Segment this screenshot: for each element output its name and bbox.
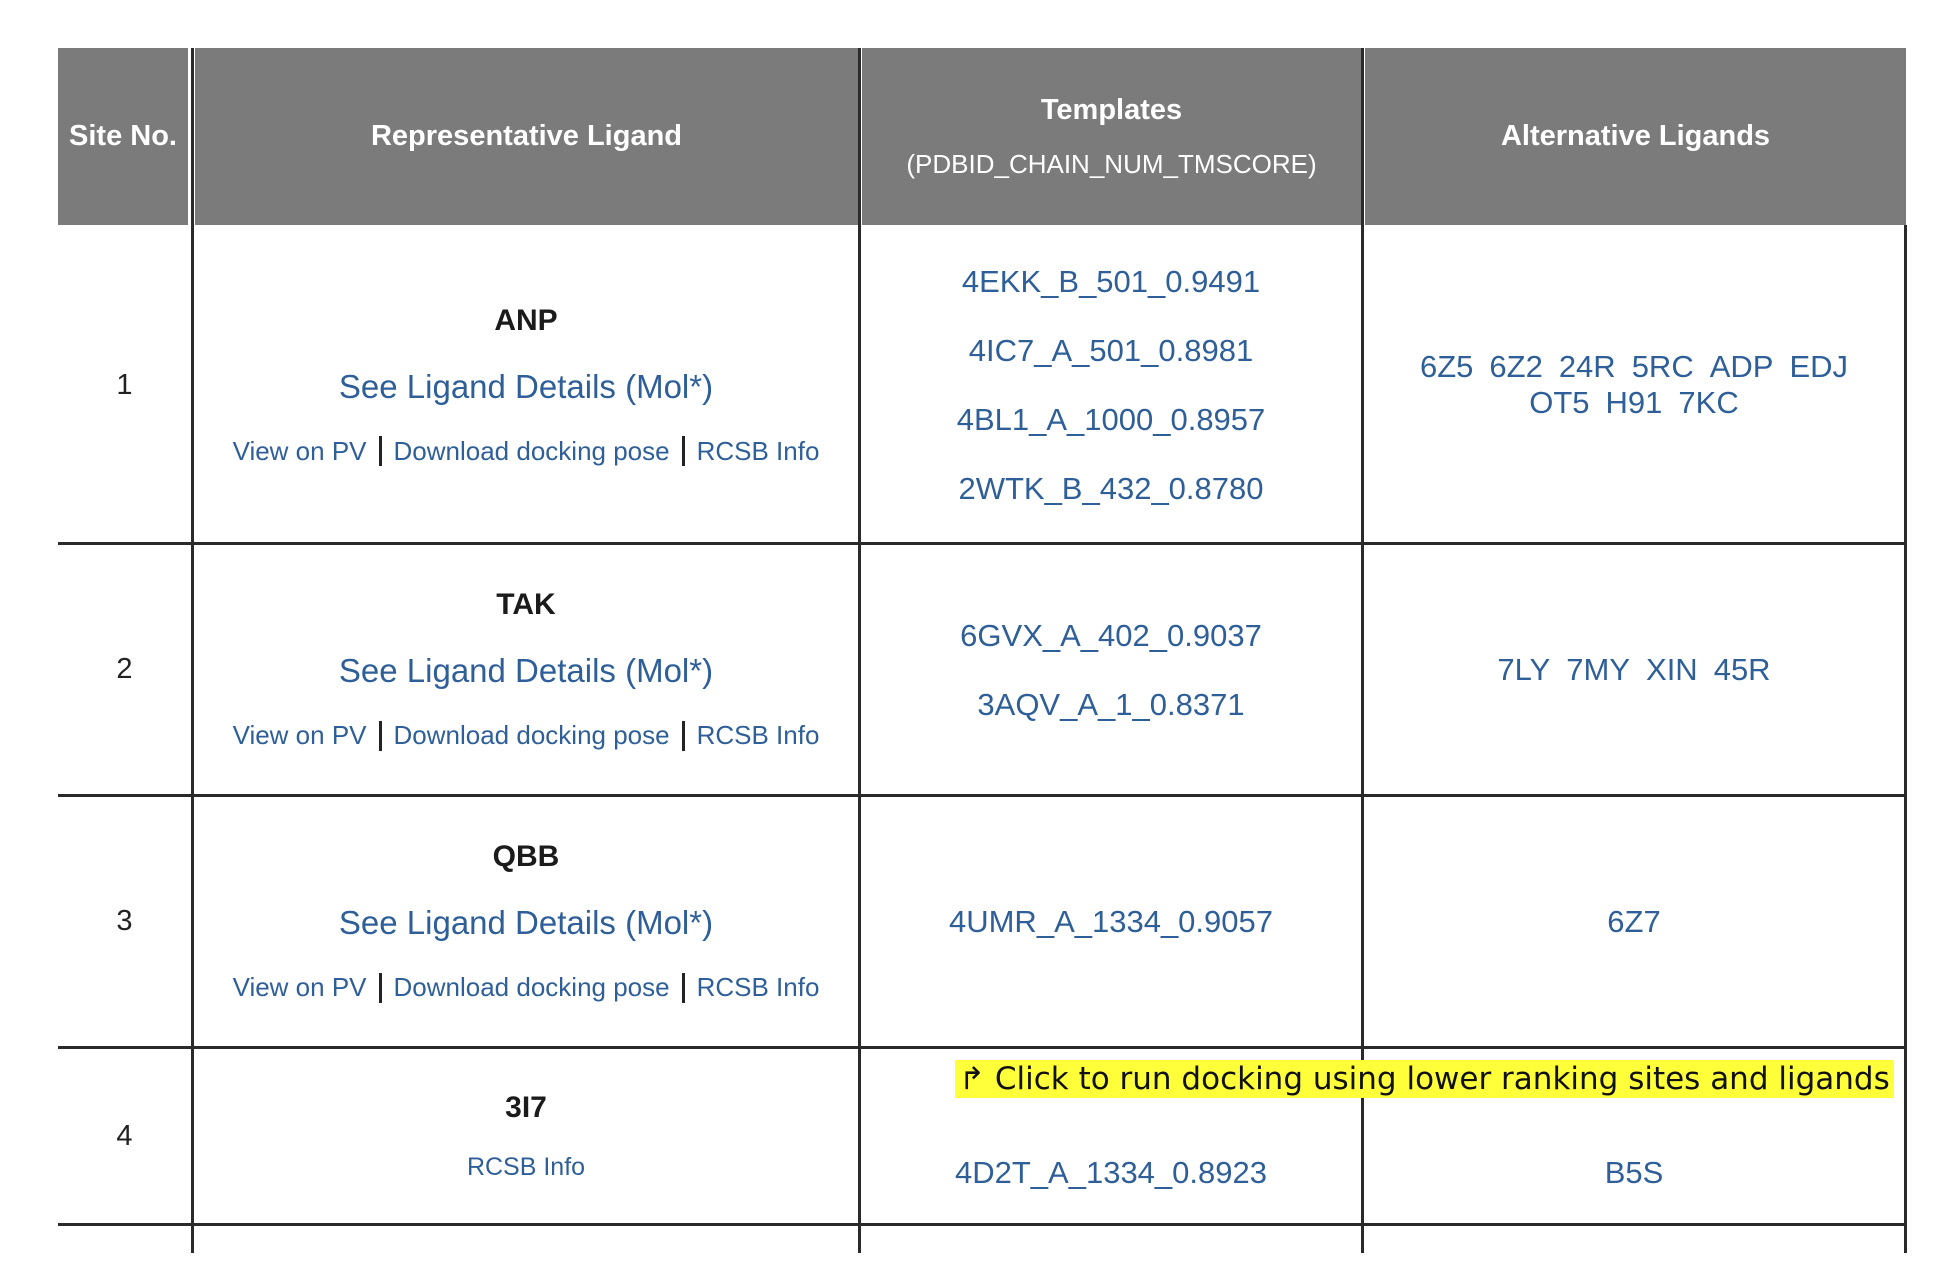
table-row-templates-4: 4D2T_A_1334_0.8923 xyxy=(861,1148,1361,1198)
alternative-ligand-link[interactable]: OT5 xyxy=(1529,385,1590,420)
ligand-action-links: View on PV Download docking pose RCSB In… xyxy=(232,435,820,467)
alternative-ligand-link[interactable]: 6Z2 xyxy=(1489,349,1543,384)
link-separator xyxy=(378,436,382,466)
rcsb-info-link[interactable]: RCSB Info xyxy=(466,1152,586,1181)
ligand-action-links: View on PV Download docking pose RCSB In… xyxy=(232,720,820,751)
link-separator xyxy=(378,720,382,751)
link-separator xyxy=(681,972,685,1003)
ligand-name: QBB xyxy=(492,840,560,873)
alternative-ligand-link[interactable]: 6Z7 xyxy=(1607,903,1661,939)
template-link[interactable]: 4UMR_A_1334_0.9057 xyxy=(948,904,1274,939)
site-number: 2 xyxy=(116,653,133,685)
download-docking-pose-link[interactable]: Download docking pose xyxy=(393,972,670,1002)
alternative-ligand-link[interactable]: ADP xyxy=(1709,349,1774,384)
table-row-alternatives-1: 6Z5 6Z2 24R 5RC ADP EDJ OT5 H91 7KC xyxy=(1364,228,1904,542)
row-divider xyxy=(58,1046,1906,1049)
site-number: 1 xyxy=(116,368,133,401)
column-divider xyxy=(1361,48,1364,1253)
table-row-alternatives-4: B5S xyxy=(1364,1148,1904,1198)
alternative-ligands-list: 6Z7 xyxy=(1599,904,1668,940)
header-alternatives-label: Alternative Ligands xyxy=(1500,120,1771,152)
alternative-ligand-link[interactable]: H91 xyxy=(1605,385,1663,420)
see-ligand-details-link[interactable]: See Ligand Details (Mol*) xyxy=(338,367,714,405)
table-row-site-3: 3 xyxy=(58,797,191,1046)
link-separator xyxy=(681,436,685,466)
rcsb-info-link[interactable]: RCSB Info xyxy=(696,972,820,1002)
alternative-ligand-link[interactable]: EDJ xyxy=(1789,349,1849,384)
alternative-ligand-link[interactable]: 45R xyxy=(1713,651,1771,687)
template-link[interactable]: 4EKK_B_501_0.9491 xyxy=(961,264,1261,299)
callout-text: Click to run docking using lower ranking… xyxy=(994,1061,1890,1097)
run-lower-ranking-docking-callout[interactable]: ↱ Click to run docking using lower ranki… xyxy=(955,1060,1894,1098)
header-templates: Templates (PDBID_CHAIN_NUM_TMSCORE) xyxy=(862,48,1361,225)
view-on-pv-link[interactable]: View on PV xyxy=(232,972,367,1002)
see-ligand-details-link[interactable]: See Ligand Details (Mol*) xyxy=(338,904,714,941)
site-number: 3 xyxy=(116,905,133,937)
alternative-ligands-list: 6Z5 6Z2 24R 5RC ADP EDJ OT5 H91 7KC xyxy=(1412,349,1856,421)
alternative-ligand-link[interactable]: B5S xyxy=(1604,1155,1664,1190)
row-divider xyxy=(58,794,1906,797)
row-divider xyxy=(58,1223,1906,1226)
alternative-ligand-link[interactable]: 7KC xyxy=(1678,385,1739,420)
link-separator xyxy=(681,720,685,751)
ligand-name: TAK xyxy=(496,588,556,621)
alternative-ligand-link[interactable]: 24R xyxy=(1558,349,1616,384)
alternative-ligands-list: 7LY 7MY XIN 45R xyxy=(1489,652,1778,688)
column-divider xyxy=(1904,225,1907,1253)
table-row-ligand-3: QBB See Ligand Details (Mol*) View on PV… xyxy=(194,797,858,1046)
template-link[interactable]: 4IC7_A_501_0.8981 xyxy=(968,333,1254,368)
alternative-ligand-link[interactable]: XIN xyxy=(1646,651,1698,687)
table-row-site-4: 4 xyxy=(58,1049,191,1223)
rcsb-info-link[interactable]: RCSB Info xyxy=(696,435,820,466)
see-ligand-details-link[interactable]: See Ligand Details (Mol*) xyxy=(338,652,714,689)
header-templates-sublabel: (PDBID_CHAIN_NUM_TMSCORE) xyxy=(906,148,1317,179)
alternative-ligand-link[interactable]: 6Z5 xyxy=(1419,349,1474,384)
view-on-pv-link[interactable]: View on PV xyxy=(232,720,367,750)
row-divider xyxy=(58,542,1906,545)
download-docking-pose-link[interactable]: Download docking pose xyxy=(393,720,670,750)
table-row-site-2: 2 xyxy=(58,545,191,794)
alternative-ligand-link[interactable]: 5RC xyxy=(1631,349,1694,384)
column-divider xyxy=(858,48,861,1253)
table-row-templates-3: 4UMR_A_1334_0.9057 xyxy=(861,797,1361,1046)
header-site-no-label: Site No. xyxy=(69,120,177,152)
column-divider xyxy=(191,48,194,1253)
link-separator xyxy=(378,972,382,1003)
rcsb-info-link[interactable]: RCSB Info xyxy=(696,720,820,750)
ligand-name: 3I7 xyxy=(505,1090,547,1124)
ligand-name: ANP xyxy=(494,303,558,337)
header-templates-label: Templates xyxy=(1040,93,1183,126)
table-row-ligand-4: 3I7 RCSB Info xyxy=(194,1049,858,1223)
site-number: 4 xyxy=(116,1119,133,1152)
template-link[interactable]: 4D2T_A_1334_0.8923 xyxy=(955,1155,1267,1190)
table-row-templates-1: 4EKK_B_501_0.9491 4IC7_A_501_0.8981 4BL1… xyxy=(861,228,1361,542)
alternative-ligand-link[interactable]: 7MY xyxy=(1566,651,1631,687)
template-link[interactable]: 4BL1_A_1000_0.8957 xyxy=(956,402,1266,437)
header-ligand-label: Representative Ligand xyxy=(370,120,683,152)
ligand-action-links: View on PV Download docking pose RCSB In… xyxy=(232,972,820,1003)
alternative-ligand-link[interactable]: 7LY xyxy=(1497,651,1551,687)
download-docking-pose-link[interactable]: Download docking pose xyxy=(393,435,670,466)
table-row-ligand-2: TAK See Ligand Details (Mol*) View on PV… xyxy=(194,545,858,794)
table-row-alternatives-3: 6Z7 xyxy=(1364,797,1904,1046)
template-link[interactable]: 2WTK_B_432_0.8780 xyxy=(958,471,1264,506)
template-link[interactable]: 3AQV_A_1_0.8371 xyxy=(977,686,1245,722)
header-alternative-ligands: Alternative Ligands xyxy=(1365,48,1906,225)
header-representative-ligand: Representative Ligand xyxy=(195,48,858,225)
table-row-ligand-1: ANP See Ligand Details (Mol*) View on PV… xyxy=(194,228,858,542)
table-row-alternatives-2: 7LY 7MY XIN 45R xyxy=(1364,545,1904,794)
table-row-site-1: 1 xyxy=(58,228,191,542)
arrow-turn-right-icon: ↱ xyxy=(959,1061,985,1097)
view-on-pv-link[interactable]: View on PV xyxy=(232,435,367,466)
table-row-templates-2: 6GVX_A_402_0.9037 3AQV_A_1_0.8371 xyxy=(861,545,1361,794)
header-site-no: Site No. xyxy=(58,48,188,225)
template-link[interactable]: 6GVX_A_402_0.9037 xyxy=(960,617,1262,653)
